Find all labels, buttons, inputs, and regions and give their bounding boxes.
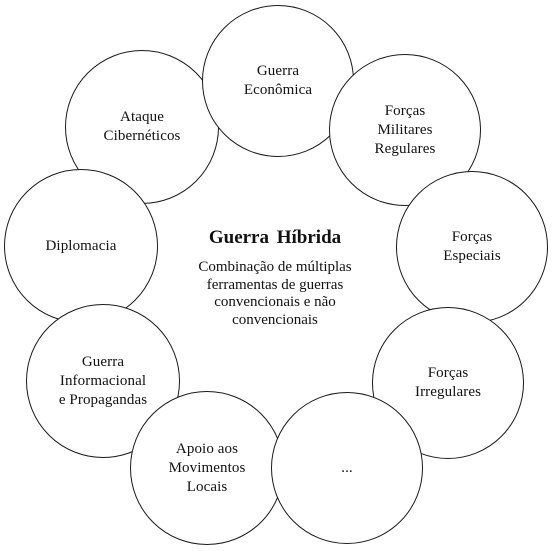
node-label: Diplomacia <box>45 237 117 254</box>
node-label: Guerra Econômica <box>243 63 313 98</box>
center-concept: Guerra Híbrida Combinação de múltiplas f… <box>170 226 380 329</box>
node-forcas-especiais: Forças Especiais <box>396 171 548 323</box>
node-label: Forças Irregulares <box>414 365 482 400</box>
node-label: Forças Especiais <box>443 229 501 264</box>
node-label: Ataque Cibernéticos <box>103 109 181 144</box>
node-ellipsis: ... <box>271 392 423 544</box>
node-label: Guerra Informacional e Propagandas <box>58 353 148 408</box>
node-diplomacia: Diplomacia <box>4 169 158 323</box>
node-label: ... <box>341 459 353 476</box>
node-label: Apoio aos Movimentos Locais <box>168 440 246 495</box>
node-label: Forças Militares Regulares <box>374 102 436 157</box>
node-forcas-irregulares: Forças Irregulares <box>372 307 524 459</box>
center-title: Guerra Híbrida <box>208 227 342 248</box>
node-apoio-movimentos-locais: Apoio aos Movimentos Locais <box>130 391 284 545</box>
center-description: Combinação de múltiplas ferramentas de g… <box>198 259 352 328</box>
